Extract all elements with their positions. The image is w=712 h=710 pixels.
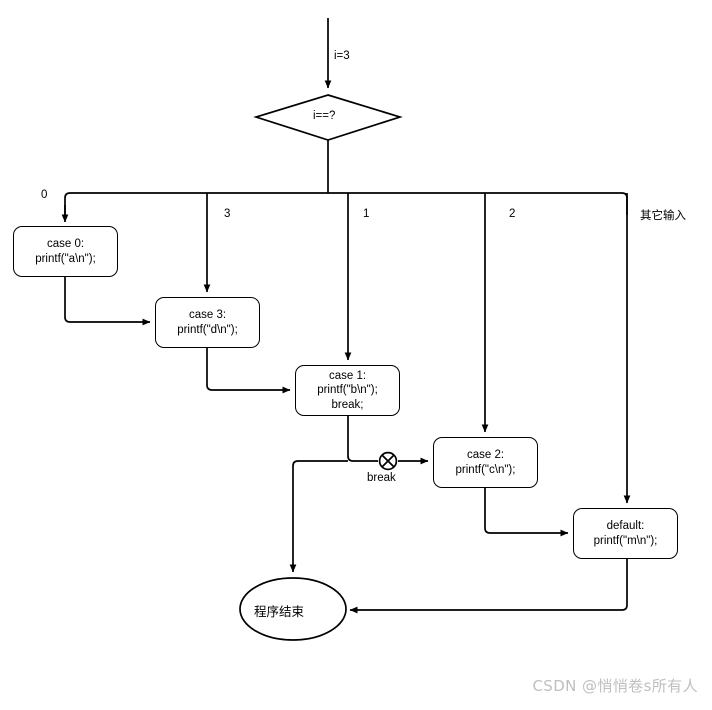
break-marker-cross xyxy=(381,454,395,468)
edge-bus-line xyxy=(64,192,628,215)
node-case-2-line-2: printf("c\n"); xyxy=(455,463,516,476)
branch-label-other: 其它输入 xyxy=(640,208,686,222)
branch-label-2: 2 xyxy=(509,208,516,220)
node-default-line-2: printf("m\n"); xyxy=(593,534,658,547)
node-end-label: 程序结束 xyxy=(254,604,305,619)
edge-default-to-end xyxy=(349,558,628,614)
edge-case3-to-case1 xyxy=(206,348,291,394)
end-ellipse-shape xyxy=(239,577,347,641)
node-case-3-line-2: printf("d\n"); xyxy=(177,323,238,336)
node-case-0-line-1: case 0: xyxy=(46,238,85,250)
node-case-2-line-1: case 2: xyxy=(466,449,505,461)
node-case-3[interactable]: case 3: printf("d\n"); xyxy=(155,297,260,348)
edge-case2-to-default xyxy=(484,488,569,537)
branch-label-1: 1 xyxy=(363,208,370,220)
edge-case0-to-case3 xyxy=(64,277,151,326)
csdn-watermark: CSDN @悄悄卷s所有人 xyxy=(532,677,698,695)
node-default[interactable]: default: printf("m\n"); xyxy=(573,508,678,559)
entry-label: i=3 xyxy=(334,50,350,62)
node-case-1[interactable]: case 1: printf("b\n"); break; xyxy=(295,365,400,416)
node-case-3-line-1: case 3: xyxy=(188,309,227,321)
branch-label-3: 3 xyxy=(224,208,231,220)
decision-label: i==? xyxy=(313,110,336,122)
branch-label-0: 0 xyxy=(41,189,48,201)
node-default-line-1: default: xyxy=(606,520,645,532)
edge-case1-exit xyxy=(347,416,378,462)
node-case-0-line-2: printf("a\n"); xyxy=(35,252,96,265)
edge-case1-break-to-end xyxy=(289,460,348,573)
node-case-2[interactable]: case 2: printf("c\n"); xyxy=(433,437,538,488)
break-marker-label: break xyxy=(367,472,396,484)
node-case-1-line-3: break; xyxy=(331,398,364,411)
node-case-1-line-2: printf("b\n"); xyxy=(317,384,378,397)
node-case-0[interactable]: case 0: printf("a\n"); xyxy=(13,226,118,277)
node-case-1-line-1: case 1: xyxy=(328,369,367,382)
